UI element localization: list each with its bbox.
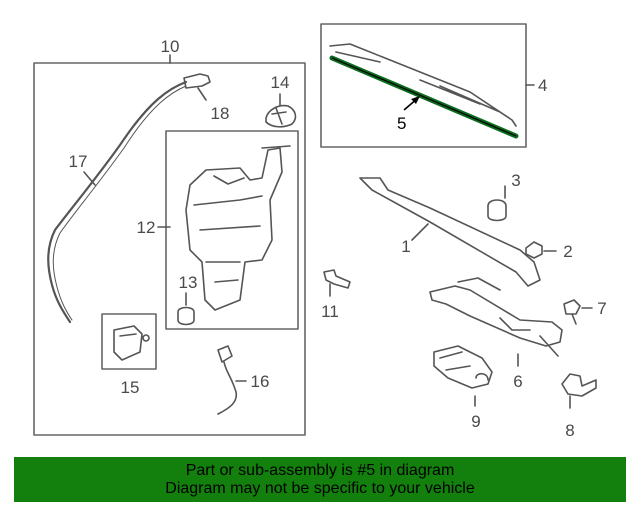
bolt-7-icon (563, 299, 581, 325)
callout-2: 2 (563, 242, 572, 261)
washer-pump-icon (113, 325, 143, 361)
callout-3: 3 (511, 171, 520, 190)
callout-15: 15 (121, 378, 140, 397)
wiper-blade-insert-core (331, 57, 517, 137)
callout-14: 14 (271, 73, 290, 92)
callout-9: 9 (471, 412, 480, 431)
callout-8: 8 (565, 421, 574, 440)
washer-hose-icon (47, 80, 188, 324)
callout-leader-1 (411, 223, 429, 241)
info-banner: Part or sub-assembly is #5 in diagram Di… (14, 457, 626, 502)
reservoir-detail (193, 145, 291, 283)
callout-6: 6 (513, 372, 522, 391)
washer-hose-inner (52, 85, 187, 321)
cap-icon (265, 104, 297, 128)
cap-detail (271, 107, 287, 125)
wiper-arm-icon (359, 177, 541, 287)
callout-5: 5 (397, 114, 406, 133)
callout-arrowhead-5 (411, 96, 420, 104)
bolt-icon (323, 269, 351, 289)
banner-line-1: Part or sub-assembly is #5 in diagram (185, 461, 455, 479)
motor-detail (439, 351, 489, 381)
nut-icon (525, 241, 543, 259)
bracket-icon (561, 373, 597, 397)
hose-connector-icon (183, 73, 211, 89)
callout-13: 13 (179, 273, 198, 292)
callout-16: 16 (251, 372, 270, 391)
washer-reservoir-icon (185, 147, 283, 311)
wiper-blade-frame-icon (329, 43, 517, 127)
callout-18: 18 (211, 104, 230, 123)
grommet-icon (177, 306, 195, 326)
callout-4: 4 (538, 76, 547, 95)
wiper-linkage-icon (429, 285, 563, 347)
wiper-motor-icon (433, 345, 493, 389)
callout-12: 12 (137, 218, 156, 237)
banner-line-2: Diagram may not be specific to your vehi… (165, 479, 475, 497)
pump-box (101, 313, 157, 370)
parts-diagram: 10 4 5 14 18 17 12 13 15 16 3 2 1 11 7 6… (33, 23, 607, 440)
callout-10: 10 (161, 37, 180, 56)
linkage-detail (457, 277, 559, 357)
level-sensor-icon (217, 345, 238, 415)
callout-leader-17 (83, 171, 96, 186)
callout-leader-18 (197, 87, 207, 101)
callout-1: 1 (401, 237, 410, 256)
pump-seal-icon (142, 334, 150, 342)
callout-17: 17 (69, 152, 88, 171)
callout-7: 7 (597, 299, 606, 318)
reservoir-box (165, 130, 299, 330)
callout-11: 11 (321, 302, 339, 321)
arm-cap-icon (487, 199, 507, 222)
